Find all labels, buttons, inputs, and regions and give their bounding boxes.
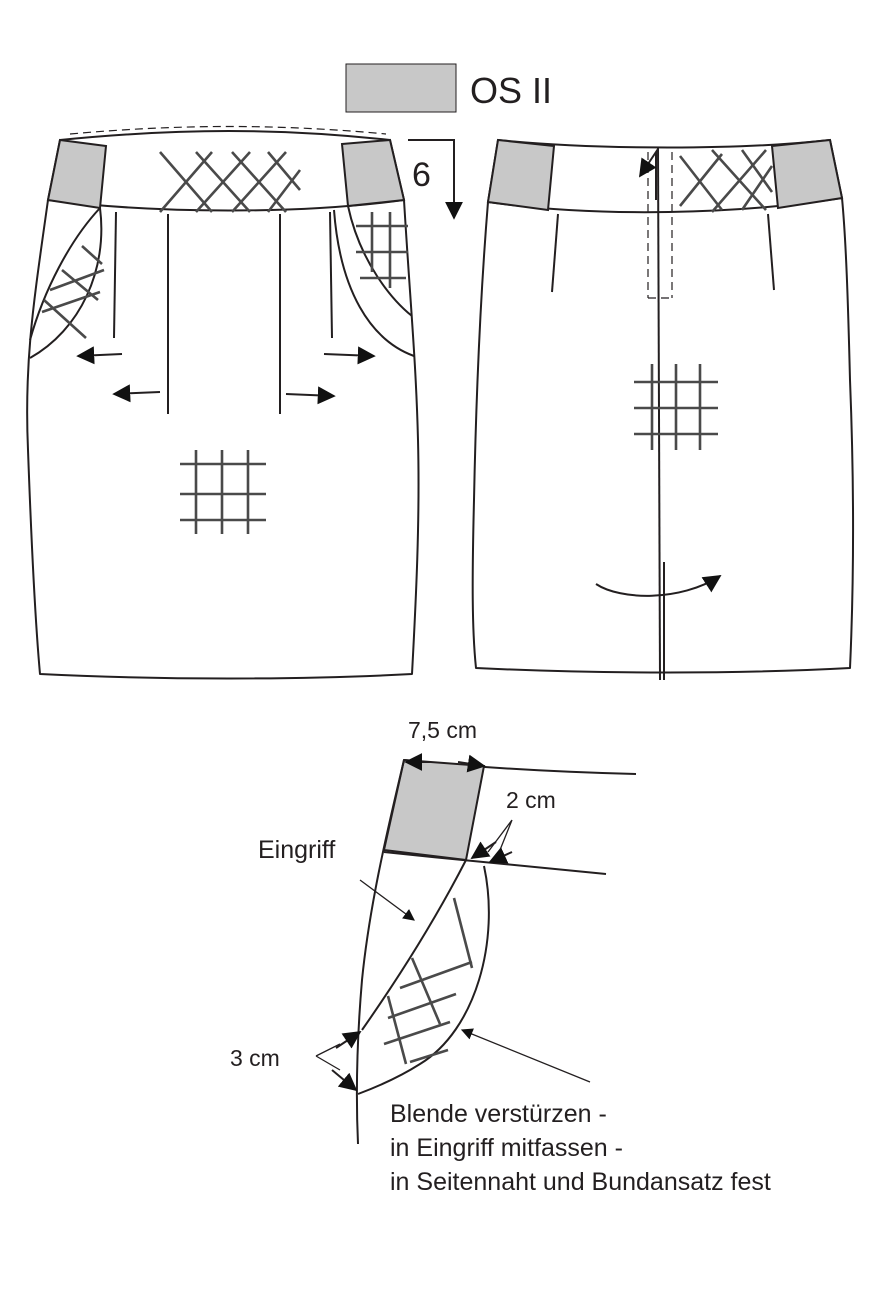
legend-swatch xyxy=(345,63,457,113)
width-top-dimension-arrow-right xyxy=(457,754,486,773)
detail-shaded-facing-top xyxy=(382,758,486,862)
back-waistband-right-shade xyxy=(770,138,844,210)
back-waistband-check-pattern xyxy=(678,149,774,213)
front-right-pocket-check-pattern xyxy=(356,212,408,288)
front-waistband-check-pattern xyxy=(159,151,302,213)
pocket-facing-detail: 7,5 cm 2 cm Eingriff 3 cm xyxy=(230,717,637,1145)
front-waistband-left-shade xyxy=(46,138,108,210)
step-arrow xyxy=(408,139,463,220)
pocket-label: Eingriff xyxy=(258,836,335,864)
instruction-line-1: Blende verstürzen - xyxy=(390,1100,607,1128)
width-side-arrow-b xyxy=(488,847,513,864)
front-left-pocket-opening xyxy=(29,207,101,341)
front-left-fold-arrow-upper xyxy=(76,346,123,365)
bottom-width-arrow-a xyxy=(335,1031,362,1049)
front-waistband-right-shade xyxy=(340,138,406,208)
bottom-width-leader xyxy=(315,1043,341,1071)
back-center-seam xyxy=(657,147,661,681)
front-left-fold-arrow-lower xyxy=(112,384,161,403)
front-right-dart-outer xyxy=(329,211,333,339)
front-left-dart-outer xyxy=(113,211,117,339)
skirt-back-view xyxy=(471,138,854,681)
detail-facing-check-pattern xyxy=(383,897,474,1065)
instruction-line-3: in Seitennaht und Bundansatz fest xyxy=(390,1168,771,1196)
instruction-text: Blende verstürzen - in Eingriff mitfasse… xyxy=(390,1100,771,1196)
detail-waistband-bottom-line xyxy=(383,851,607,875)
legend-label: OS II xyxy=(470,70,552,111)
detail-side-seam xyxy=(355,759,405,1145)
back-zipper-arrow xyxy=(639,148,657,200)
bottom-width-label: 3 cm xyxy=(230,1045,280,1071)
front-right-pocket-facing xyxy=(333,209,415,357)
back-waistband-left-shade xyxy=(486,138,556,212)
back-vent-arrow xyxy=(595,575,722,597)
back-fabric-check-pattern xyxy=(634,364,718,450)
skirt-front-view xyxy=(26,125,420,680)
front-right-pocket-opening xyxy=(347,205,413,317)
step-number: 6 xyxy=(412,156,431,194)
front-left-pocket-check-pattern xyxy=(41,245,105,339)
instruction-leader xyxy=(460,1028,591,1083)
detail-pocket-opening xyxy=(361,859,467,1031)
front-right-fold-arrow-lower xyxy=(285,386,336,405)
width-side-arrow-a xyxy=(470,841,497,859)
front-waistband-seam xyxy=(69,125,387,135)
step-indicator: 6 xyxy=(408,139,463,220)
legend: OS II xyxy=(345,63,552,113)
front-right-fold-arrow-upper xyxy=(323,346,376,365)
detail-facing-curve xyxy=(357,865,490,1095)
back-left-dart xyxy=(551,213,559,293)
bottom-width-arrow-b xyxy=(331,1069,358,1092)
width-side-leader xyxy=(487,819,513,853)
instruction-line-2: in Eingriff mitfassen - xyxy=(390,1134,623,1162)
front-body-outline xyxy=(26,199,420,680)
width-side-label: 2 cm xyxy=(506,787,556,813)
back-right-dart xyxy=(767,213,775,291)
front-fabric-check-pattern xyxy=(180,450,266,534)
width-top-label: 7,5 cm xyxy=(408,717,477,743)
pocket-label-leader xyxy=(359,879,415,921)
